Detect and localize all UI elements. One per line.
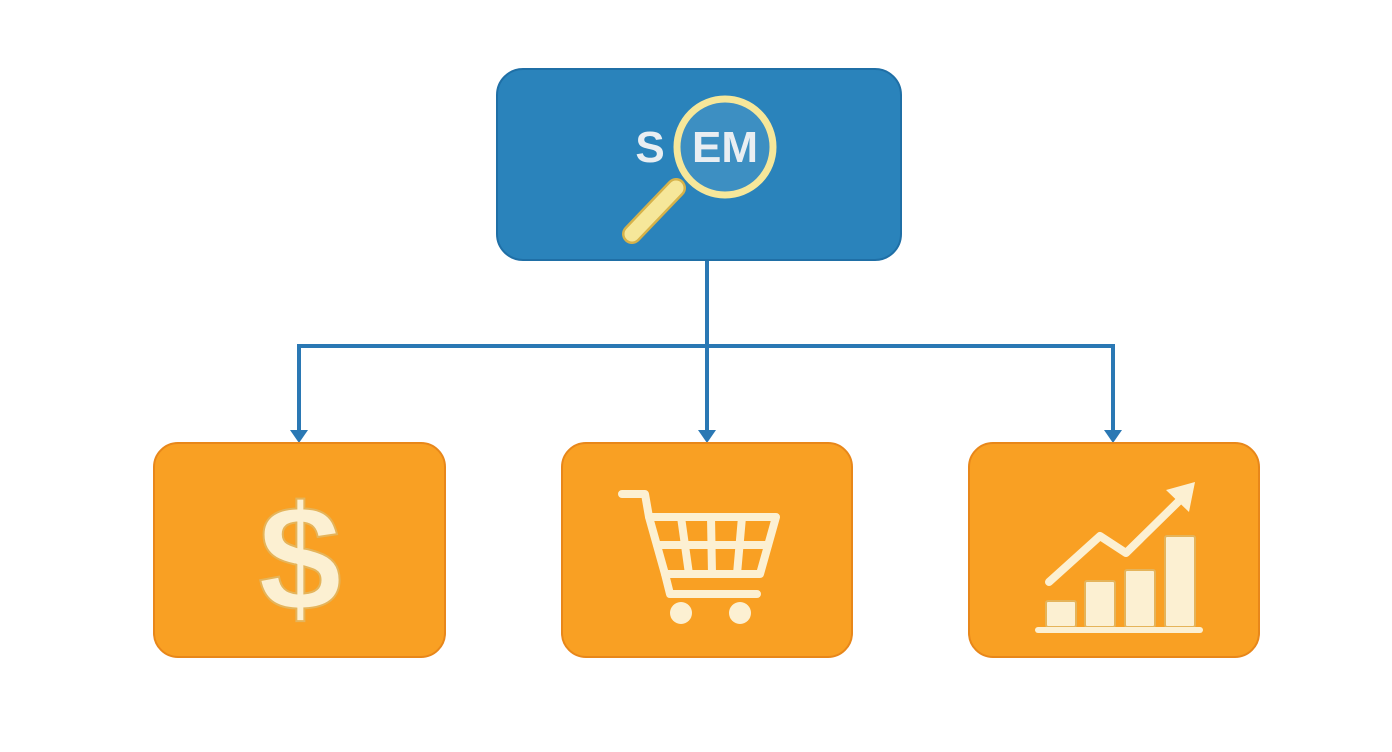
child-box-2 bbox=[561, 442, 853, 658]
root-node: S EM bbox=[496, 68, 902, 261]
root-label-part-2: EM bbox=[692, 123, 758, 172]
cart-wheel-right bbox=[729, 602, 751, 624]
cart-wheel-left bbox=[670, 602, 692, 624]
growth-chart-icon bbox=[1035, 482, 1203, 633]
magnifying-glass-icon bbox=[622, 95, 777, 244]
growth-bar-1 bbox=[1045, 600, 1077, 628]
connectors bbox=[297, 260, 1115, 432]
growth-arrowhead bbox=[1166, 482, 1195, 512]
magnifier-handle bbox=[624, 180, 684, 242]
cart-wheels bbox=[670, 602, 751, 624]
child-node-sales bbox=[561, 442, 853, 658]
growth-bar-2 bbox=[1084, 580, 1116, 628]
arrowhead-center bbox=[698, 430, 716, 443]
arrowhead-left bbox=[290, 430, 308, 443]
growth-trend-line bbox=[1045, 496, 1184, 586]
cart-grid-v1 bbox=[677, 513, 693, 578]
growth-bar-3 bbox=[1124, 569, 1156, 628]
cart-grid-v3 bbox=[733, 513, 746, 578]
arrowhead-right bbox=[1104, 430, 1122, 443]
child-node-growth bbox=[968, 442, 1260, 658]
child-node-cost: $ bbox=[153, 442, 446, 658]
arrowheads bbox=[290, 430, 1122, 443]
dollar-sign-icon: $ bbox=[258, 474, 341, 642]
cart-handle bbox=[618, 490, 653, 521]
magnifier-lens-fill bbox=[677, 99, 773, 195]
growth-bars bbox=[1045, 535, 1196, 628]
cart-grid-v2 bbox=[707, 513, 716, 578]
child-box-1 bbox=[153, 442, 446, 658]
cart-base bbox=[661, 570, 761, 598]
cart-basket bbox=[645, 513, 780, 578]
magnifier-lens-ring bbox=[673, 95, 777, 199]
shopping-cart-icon bbox=[618, 490, 780, 598]
growth-bar-4 bbox=[1164, 535, 1196, 628]
root-label-part-1: S bbox=[635, 123, 664, 172]
branch-bar bbox=[297, 344, 1115, 432]
